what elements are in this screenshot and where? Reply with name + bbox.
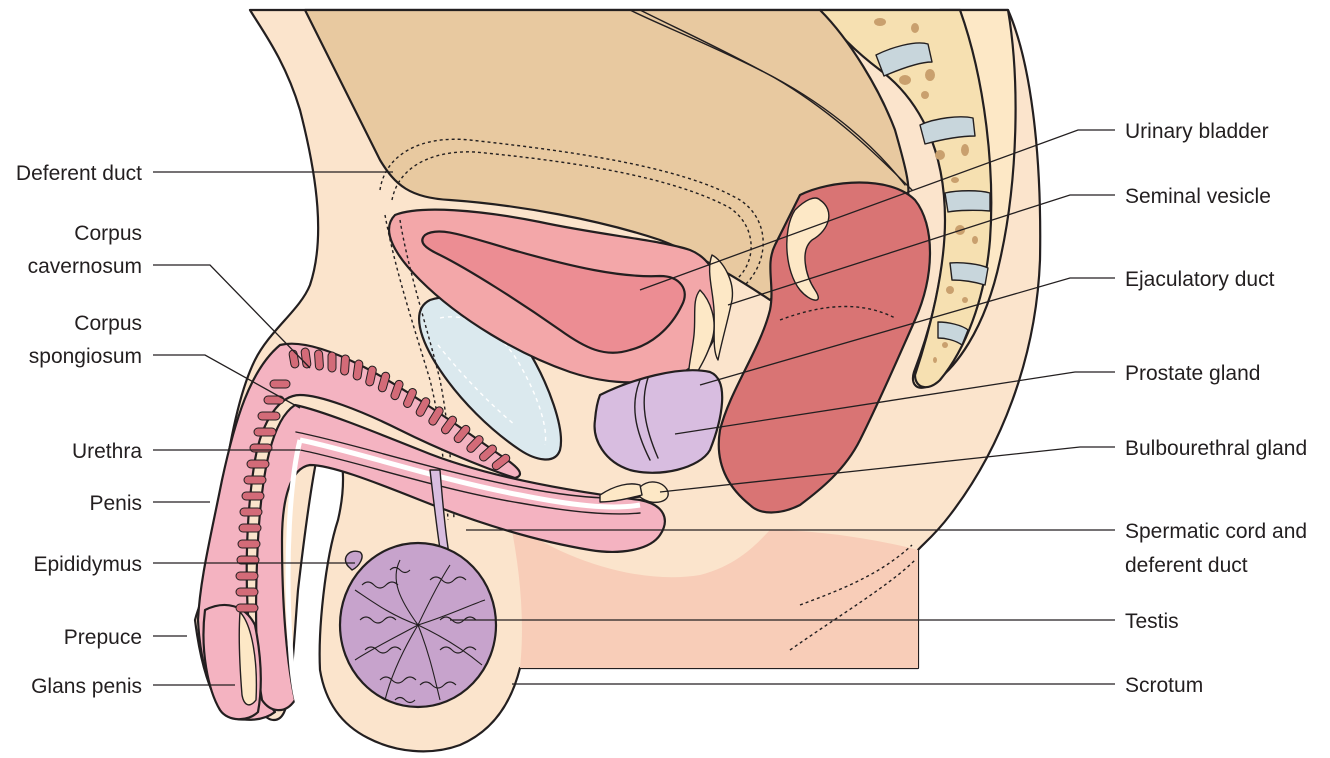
label-urethra: Urethra [72,440,142,463]
leader-seminal-vesicle [727,194,1115,306]
leader-bulbourethral-gland [659,446,1115,493]
label-glans-penis: Glans penis [31,675,142,698]
leader-ejaculatory-duct [699,277,1115,386]
label-spermatic-cord-line1: Spermatic cord and [1125,520,1307,543]
leader-corpus-cavernosum [153,264,311,369]
label-testis: Testis [1125,610,1179,633]
leader-prostate-gland [674,371,1115,435]
label-spermatic-cord-line2: deferent duct [1125,554,1248,577]
label-deferent-duct: Deferent duct [16,162,142,185]
label-corpus-cavernosum-line2: cavernosum [28,255,142,278]
label-urinary-bladder: Urinary bladder [1125,120,1269,143]
label-bulbourethral-gland: Bulbourethral gland [1125,437,1307,460]
label-penis: Penis [89,492,142,515]
label-corpus-spongiosum-line1: Corpus [74,312,142,335]
prostate-gland [593,369,724,474]
label-prepuce: Prepuce [64,626,142,649]
leader-urinary-bladder [639,129,1115,291]
label-scrotum: Scrotum [1125,674,1203,697]
labels-left: Deferent duct Corpus cavernosum Corpus s… [16,162,142,698]
rectum [717,181,932,514]
label-ejaculatory-duct: Ejaculatory duct [1125,268,1275,291]
label-seminal-vesicle: Seminal vesicle [1125,185,1271,208]
label-epididymus: Epididymus [33,553,142,576]
leader-corpus-spongiosum [153,354,301,409]
label-prostate-gland: Prostate gland [1125,362,1260,385]
labels-right: Urinary bladder Seminal vesicle Ejaculat… [1125,120,1307,697]
leader-lines [153,129,1115,686]
intestine [303,8,913,302]
label-corpus-spongiosum-line2: spongiosum [29,345,142,368]
label-corpus-cavernosum-line1: Corpus [74,222,142,245]
testis [338,541,498,709]
urinary-bladder [387,208,723,384]
penis [196,342,669,721]
